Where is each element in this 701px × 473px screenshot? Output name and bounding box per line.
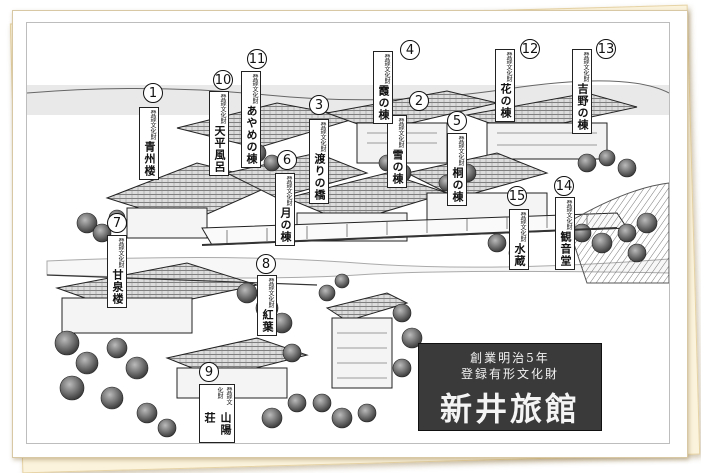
sign-designation: 登録文化財: [219, 94, 226, 124]
sign-name: 山陽荘: [203, 411, 232, 436]
marker-1: 1: [143, 83, 163, 103]
trees: [54, 143, 658, 438]
marker-9: 9: [199, 362, 219, 382]
sign-name: 甘泉楼: [111, 269, 124, 305]
sign-name: 渡りの橋: [313, 153, 326, 201]
marker-14: 14: [554, 176, 574, 196]
sign-designation: 登録文化財: [285, 176, 292, 206]
sign-name: あやめの棟: [245, 105, 258, 165]
sign-designation: 登録文化財: [149, 110, 156, 140]
marker-8: 8: [256, 254, 276, 274]
sign-hana-no-to: 登録文化財 花の棟: [495, 49, 515, 122]
marker-10: 10: [213, 70, 233, 90]
sign-yuki-no-to: 登録文化財 雪の棟: [387, 115, 407, 188]
marker-5: 5: [447, 111, 467, 131]
sign-name: 吉野の棟: [576, 83, 589, 131]
marker-13: 13: [596, 39, 616, 59]
sign-designation: 登録文化財: [319, 122, 326, 152]
building-wall: [61, 297, 193, 334]
marker-2: 2: [409, 91, 429, 111]
sign-watari-no-hashi: 登録文化財 渡りの橋: [309, 119, 329, 204]
sign-yoshino-no-to: 登録文化財 吉野の棟: [572, 49, 592, 134]
far-shore: [27, 80, 669, 101]
building-roof-lower: [325, 292, 409, 322]
sign-kansen-ro: 登録文化財 甘泉楼: [107, 235, 127, 308]
sign-name: 霞の棟: [377, 85, 390, 121]
sign-kiri-no-to: 登録文化財 桐の棟: [447, 133, 467, 206]
marker-12: 12: [520, 39, 540, 59]
sign-designation: 登録文化財: [267, 278, 274, 308]
ryokan-name: 新井旅館: [439, 390, 580, 428]
sign-seishu-ro: 登録文化財 青州楼: [139, 107, 159, 180]
sign-designation: 登録文化財: [117, 238, 124, 268]
sign-name: 月の棟: [279, 207, 292, 243]
sign-name: 水蔵: [513, 243, 526, 267]
sign-tenpyo-buro: 登録文化財 天平風呂: [209, 91, 229, 176]
heritage-line: 登録有形文化財: [460, 367, 559, 381]
sign-designation: 登録文化財: [397, 118, 404, 148]
sign-designation: 登録文化財: [383, 54, 390, 84]
founding-line: 創業明治5年: [470, 351, 550, 365]
sign-designation: 登録文化財: [216, 387, 232, 405]
sign-momiji: 登録文化財 紅葉: [257, 275, 277, 336]
sign-designation: 登録文化財: [582, 52, 589, 82]
sign-mizugura: 登録文化財 水蔵: [509, 209, 529, 270]
marker-4: 4: [400, 40, 420, 60]
sign-designation: 登録文化財: [505, 52, 512, 82]
sign-name: 観音堂: [559, 231, 572, 267]
sign-designation: 登録文化財: [251, 74, 258, 104]
marker-11: 11: [247, 49, 267, 69]
sign-designation: 登録文化財: [457, 136, 464, 166]
sign-designation: 登録文化財: [565, 200, 572, 230]
ryokan-title-plate: 創業明治5年 登録有形文化財 新井旅館: [418, 343, 602, 431]
sign-name: 桐の棟: [451, 167, 464, 203]
sign-kannon-do: 登録文化財 観音堂: [555, 197, 575, 270]
sign-name: 花の棟: [499, 83, 512, 119]
sign-name: 雪の棟: [391, 149, 404, 185]
marker-7: 7: [107, 213, 127, 233]
sign-ayame-no-to: 登録文化財 あやめの棟: [241, 71, 261, 168]
building-wall: [126, 207, 208, 239]
ryokan-map: 1 2 3 4 5 6 7 8 9 10 11 12 13 14 15 登録文化…: [26, 22, 670, 444]
marker-3: 3: [309, 95, 329, 115]
marker-15: 15: [507, 186, 527, 206]
windows: [337, 332, 387, 379]
sign-tsuki-no-to: 登録文化財 月の棟: [275, 173, 295, 246]
sign-designation: 登録文化財: [519, 212, 526, 242]
sign-name: 天平風呂: [213, 125, 226, 173]
marker-6: 6: [277, 150, 297, 170]
building-wall: [331, 317, 393, 389]
stone-wall: [201, 227, 618, 246]
sign-kasumi-no-to: 登録文化財 霞の棟: [373, 51, 393, 124]
sign-sanyo-so: 登録文化財 山陽荘: [199, 384, 235, 443]
sign-name: 青州楼: [143, 141, 156, 177]
sign-name: 紅葉: [261, 309, 274, 333]
